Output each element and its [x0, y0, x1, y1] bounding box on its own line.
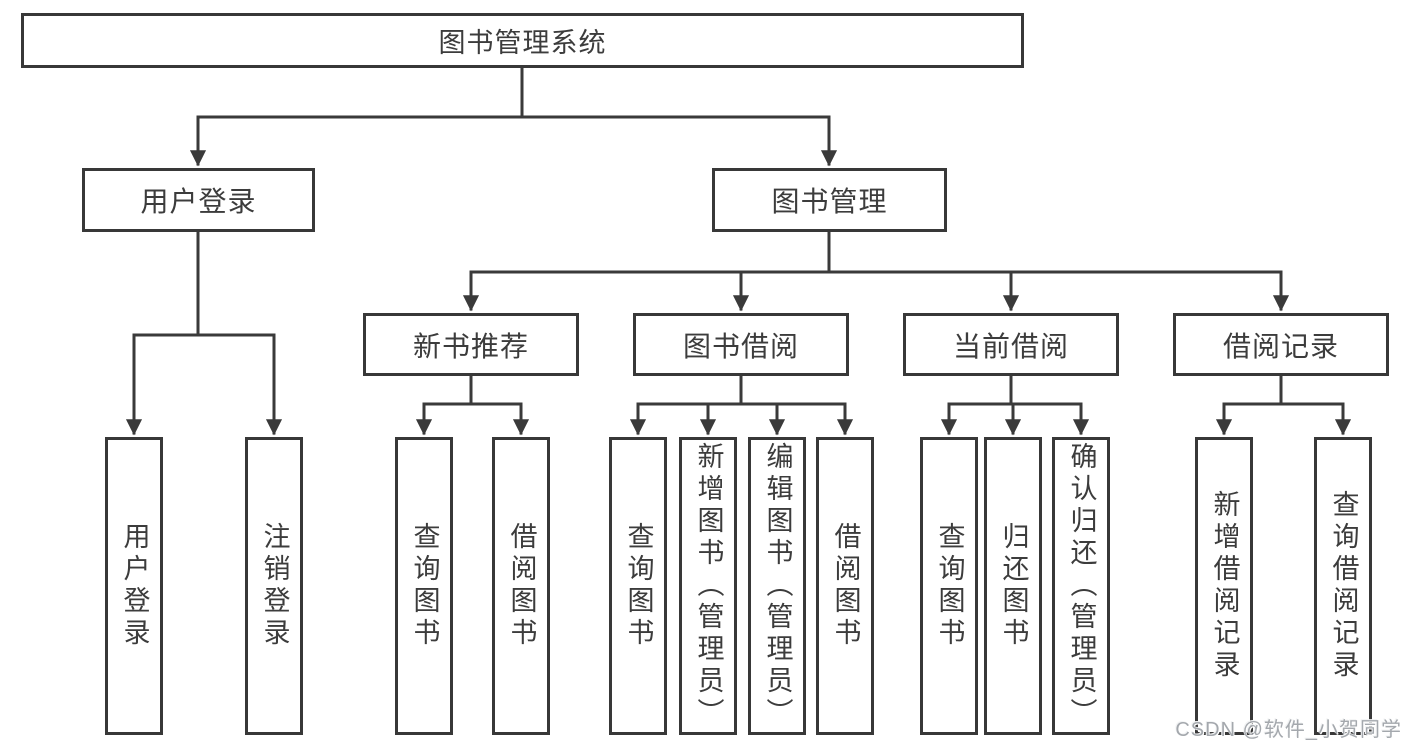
leaf-add-book-admin: 新增图书（管理员） — [679, 437, 737, 735]
csdn-watermark: CSDN @软件_小贺同学 — [1175, 719, 1402, 741]
leaf-confirm-return-admin: 确认归还（管理员） — [1052, 437, 1110, 735]
leaf-user-login: 用户登录 — [105, 437, 163, 735]
leaf-borrow-books-recommend: 借阅图书 — [492, 437, 550, 735]
node-book-management-label: 图书管理 — [771, 186, 888, 217]
node-user-login: 用户登录 — [82, 168, 315, 232]
node-root: 图书管理系统 — [21, 13, 1024, 68]
leaf-logout: 注销登录 — [245, 437, 303, 735]
node-borrow-records: 借阅记录 — [1173, 313, 1389, 376]
node-book-management: 图书管理 — [712, 168, 947, 232]
edge-current-borrow-children — [940, 373, 1090, 436]
node-current-borrow: 当前借阅 — [903, 313, 1119, 376]
edge-new-book-recommend-children — [415, 373, 530, 436]
leaf-edit-book-admin: 编辑图书（管理员） — [748, 437, 806, 735]
leaf-borrow-books: 借阅图书 — [816, 437, 874, 735]
leaf-query-books-current: 查询图书 — [920, 437, 978, 735]
node-new-book-recommend-label: 新书推荐 — [412, 330, 529, 362]
edge-book-borrow-children — [629, 373, 854, 436]
edge-root-to-level2 — [189, 65, 838, 167]
node-new-book-recommend: 新书推荐 — [363, 313, 579, 376]
leaf-query-books-recommend: 查询图书 — [395, 437, 453, 735]
leaf-query-borrow-record: 查询借阅记录 — [1314, 437, 1372, 735]
leaf-query-books-borrow: 查询图书 — [609, 437, 667, 735]
node-book-borrow: 图书借阅 — [633, 313, 849, 376]
node-borrow-records-label: 借阅记录 — [1222, 330, 1339, 362]
node-user-login-label: 用户登录 — [140, 186, 257, 217]
edge-user-login-children — [125, 229, 283, 436]
node-book-borrow-label: 图书借阅 — [682, 330, 799, 362]
node-root-label: 图书管理系统 — [438, 28, 607, 58]
node-current-borrow-label: 当前借阅 — [952, 330, 1069, 362]
edge-book-management-children — [462, 229, 1290, 312]
leaf-return-book: 归还图书 — [984, 437, 1042, 735]
leaf-add-borrow-record: 新增借阅记录 — [1195, 437, 1253, 735]
edge-borrow-records-children — [1215, 373, 1352, 436]
